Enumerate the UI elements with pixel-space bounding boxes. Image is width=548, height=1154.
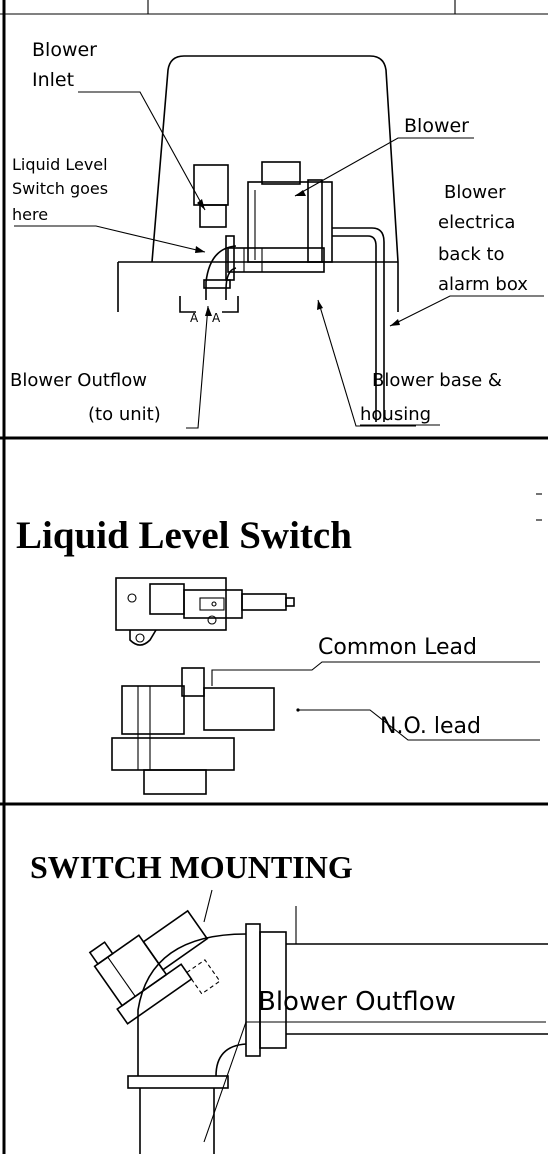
label-electrical-line1: Blower — [444, 182, 506, 203]
section-mark-left — [179, 296, 196, 313]
arrowhead — [195, 246, 205, 253]
switch-terminal-tip — [285, 597, 295, 607]
label-electrical-line4: alarm box — [438, 274, 528, 295]
panel2-title: Liquid Level Switch — [16, 514, 352, 557]
label-electrical-line2: electrica — [438, 212, 515, 233]
mounted-switch-float — [142, 909, 209, 971]
elbow-outer — [137, 933, 247, 1076]
mounted-switch-body — [93, 934, 168, 1007]
mounted-switch-lead — [203, 889, 213, 923]
leader-liquid-level-switch — [14, 225, 206, 253]
section-mark-right — [222, 296, 239, 313]
label-blower-inlet-line1: Blower — [32, 39, 97, 61]
float-pin — [211, 601, 217, 607]
mounted-switch — [88, 909, 221, 1025]
lead-common — [211, 661, 540, 686]
switch-side-cap — [181, 667, 205, 697]
label-lls-line1: Liquid Level — [12, 155, 108, 174]
label-blower-base-line2: housing — [360, 404, 431, 425]
label-blower-outflow-mount: Blower Outflow — [258, 987, 456, 1017]
elbow-flange — [203, 279, 231, 289]
mounted-switch-cap — [88, 941, 114, 966]
lead-no — [298, 709, 540, 741]
switch-terminal — [241, 593, 287, 611]
label-lls-line2: Switch goes — [12, 179, 108, 198]
switch-float-top — [183, 589, 243, 619]
section-label-a-left: A — [190, 311, 199, 325]
leader-blower-outflow — [186, 305, 209, 429]
panel-switch-mounting: SWITCH MOUNTING Blower Outflow — [30, 849, 548, 1154]
mounted-detail — [107, 956, 136, 997]
leader-outflow-mount — [203, 1021, 546, 1143]
label-blower-outflow-line1: Blower Outflow — [10, 370, 147, 391]
blower-motor-side — [307, 179, 323, 263]
blower-motor-body — [247, 181, 333, 263]
panel3-title: SWITCH MOUNTING — [30, 849, 353, 885]
label-electrical-line3: back to — [438, 244, 505, 265]
blower-housing — [151, 55, 399, 263]
arrowhead — [295, 190, 306, 196]
arrowhead — [205, 306, 212, 316]
mount-hole — [127, 593, 137, 603]
label-common-lead: Common Lead — [318, 635, 477, 660]
blower-inlet-neck — [199, 204, 227, 228]
elbow-inner — [215, 1043, 247, 1077]
switch-tab — [129, 629, 157, 646]
leader-electrical — [389, 295, 544, 327]
switch-side-view — [111, 667, 275, 795]
label-lls-line3: here — [12, 205, 48, 224]
elbow-collar — [225, 235, 235, 281]
panel-blower-assembly: A A Blower Inlet Blower Liquid Level Swi… — [10, 39, 544, 429]
mounted-switch-hidden — [186, 959, 221, 995]
pipe-collar — [259, 931, 287, 1049]
label-blower-base-line1: Blower base & — [372, 370, 502, 391]
section-label-a-right: A — [212, 311, 221, 325]
leader-blower — [294, 137, 474, 197]
outflow-elbow — [205, 245, 237, 300]
arrowhead — [390, 319, 400, 326]
leader-blower-inlet — [78, 91, 206, 211]
tab-hole — [135, 633, 145, 643]
outflow-pipe — [227, 247, 325, 273]
switch-top-view — [115, 577, 295, 646]
label-blower-inlet-line2: Inlet — [32, 69, 74, 91]
switch-side-stem — [143, 769, 207, 795]
mounted-switch-base — [116, 963, 193, 1025]
switch-plate — [115, 577, 227, 631]
switch-side-float — [203, 687, 275, 731]
label-no-lead: N.O. lead — [380, 714, 481, 739]
label-blower-outflow-line2: (to unit) — [88, 404, 161, 425]
switch-side-body — [121, 685, 185, 735]
elbow-bottom-flange — [127, 1075, 229, 1089]
arrowhead — [317, 300, 323, 310]
switch-body-top — [149, 583, 185, 615]
electrical-conduit — [332, 227, 385, 422]
switch-side-base — [111, 737, 235, 771]
panel-liquid-level-switch: Liquid Level Switch — [16, 493, 542, 795]
arrowhead — [197, 199, 205, 210]
label-blower: Blower — [404, 115, 469, 137]
mount-hole — [207, 615, 217, 625]
leader-blower-base — [317, 299, 416, 427]
float-window — [199, 597, 225, 611]
lead-dot — [296, 708, 300, 712]
blower-motor-cap — [261, 161, 301, 185]
